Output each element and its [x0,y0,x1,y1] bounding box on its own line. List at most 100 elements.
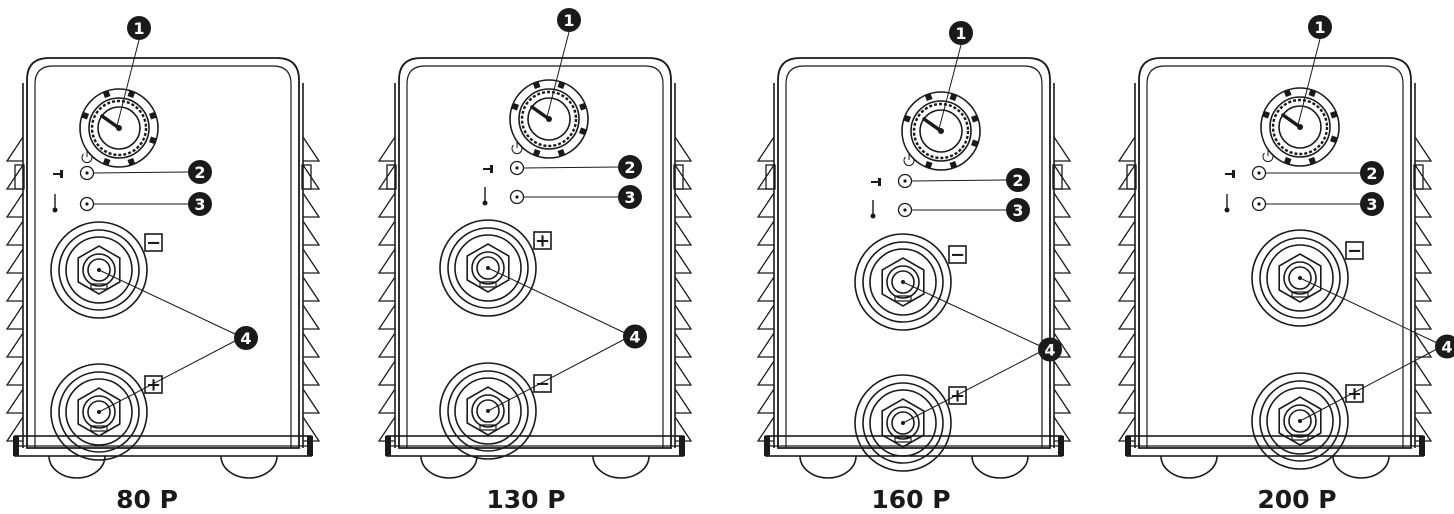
fin [377,276,396,302]
callout-1-badge [949,21,973,45]
terminal-lower-pin-ring [476,399,500,423]
leader-line-2 [522,166,619,169]
leader-line-1 [938,44,962,130]
fin [5,220,24,246]
fin [674,276,693,302]
fin [674,136,693,162]
thermometer-bulb [1224,207,1230,213]
fin [5,276,24,302]
callout-1-number: 1 [133,19,144,38]
power-current-knob-tick [1308,156,1317,165]
housing-outline [1138,57,1412,449]
front-panel-inset [34,65,292,448]
thermal-indicator-led-dot [515,195,519,199]
model-label-80p: 80 P [116,485,178,514]
terminal-lower-inner-ring [1259,380,1341,462]
fin [756,388,775,414]
callout-2-number: 2 [624,158,635,177]
terminal-lower-hex-nut [1278,396,1322,446]
power-indicator-led-dot [85,171,89,175]
fin [302,248,321,274]
plug-icon [53,170,63,178]
callout-1-badge [127,16,151,40]
terminal-lower-outer-ring [439,362,537,460]
terminal-upper-outer-ring [439,219,537,317]
polarity-upper-symbol: + [535,231,550,252]
terminal-lower [439,362,537,460]
terminal-lower-boot [65,378,133,446]
power-current-knob-tick [127,157,136,166]
fin [756,220,775,246]
terminal-lower-boot [869,389,937,457]
leader-line-1 [546,31,570,118]
fin [5,360,24,386]
wheel-right [971,455,1029,479]
housing-outline [26,57,300,449]
fin [756,192,775,218]
power-current-knob-tick [532,81,541,90]
wheel-left [420,455,478,479]
terminal-upper-outer-ring [50,221,148,319]
power-current-knob-scale-ring [509,79,589,159]
power-current-knob-grip [1271,98,1329,156]
terminal-upper-hex-nut [466,243,510,293]
power-current-knob-tick [1283,156,1292,165]
power-current-knob-center [116,125,122,131]
terminal-upper-socket [1283,261,1317,295]
callout-4-badge [234,326,258,350]
power-symbol-icon [511,144,523,154]
fin [674,248,693,274]
callout-3-number: 3 [194,195,205,214]
leader-line-4b [1299,349,1437,422]
model-label-160p: 160 P [871,485,951,514]
fin [1053,304,1072,330]
power-current-knob-tick [1308,89,1317,98]
power-current-knob-cap [919,109,963,153]
polarity-upper-symbol: − [1347,241,1362,262]
polarity-lower-box [533,374,552,393]
power-current-knob-tick [1329,110,1338,119]
terminal-upper-key [894,295,912,302]
polarity-upper-box [144,233,163,252]
fin [1414,360,1433,386]
power-current-knob-tick [578,127,587,136]
power-current-knob-scale-ring [1260,87,1340,167]
callout-2-number: 2 [1012,171,1023,190]
power-current-knob-center [1297,124,1303,130]
fin [756,248,775,274]
leader-line-4a [98,269,236,335]
fin [1117,136,1136,162]
foot-bracket-right [1058,436,1064,456]
power-indicator-led-dot [903,179,907,183]
power-current-knob-tick [949,93,958,102]
fin [1414,192,1433,218]
power-indicator-led-dot [1257,171,1261,175]
terminal-lower-socket [1283,404,1317,438]
power-current-knob-bezel [1269,96,1331,158]
terminal-lower-socket [82,395,116,429]
thermometer-bulb [482,200,488,206]
terminal-lower-hex-nut [77,387,121,437]
callout-4-badge [623,324,647,349]
model-label-200p: 200 P [1257,485,1337,514]
fin [674,388,693,414]
foot-bracket-left [385,436,391,456]
terminal-lower-outer-ring [854,374,952,472]
callout-3-badge [618,185,642,209]
callout-4-number: 4 [1044,341,1055,360]
handle-clip-left [386,164,397,190]
power-current-knob-tick [148,111,157,120]
handle-clip-right [673,164,684,190]
fin [1053,360,1072,386]
power-current-knob-tick [102,157,111,166]
callout-4-number: 4 [629,328,640,347]
thermal-indicator-led-dot [903,208,907,212]
leader-line-4b [98,340,236,413]
fin [674,304,693,330]
terminal-upper-pin-ring [891,270,915,294]
fin [756,360,775,386]
fin [302,192,321,218]
